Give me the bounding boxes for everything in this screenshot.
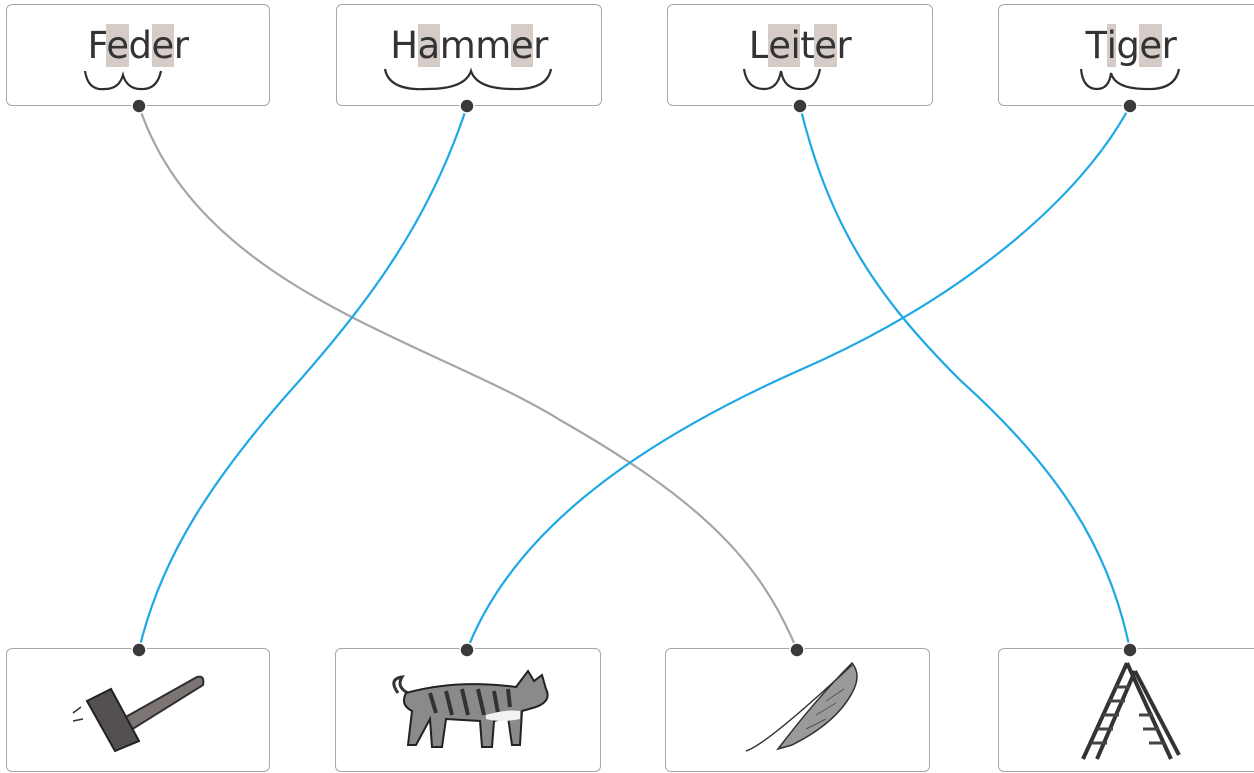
word-feder: Feder — [87, 24, 189, 67]
hammer-icon — [72, 675, 205, 753]
picture-card-ladder[interactable] — [998, 648, 1254, 772]
word-card-hammer[interactable]: Hammer — [336, 4, 602, 106]
syllable-arcs — [1079, 68, 1181, 91]
connector-dot-feder[interactable] — [131, 98, 147, 114]
word-tiger: Tiger — [1085, 24, 1177, 67]
feather-icon — [745, 661, 858, 752]
syllable-arcs — [383, 67, 553, 91]
word-hammer: Hammer — [390, 24, 548, 67]
connection-line-leiter-ladder — [798, 105, 1132, 651]
connector-dot-tiger[interactable] — [1122, 98, 1138, 114]
connector-dot-cat[interactable] — [459, 642, 475, 658]
picture-card-feather[interactable] — [665, 648, 930, 772]
word-card-feder[interactable]: Feder — [6, 4, 270, 106]
connection-line-feder-feather — [137, 105, 799, 651]
ladder-icon — [1081, 662, 1181, 760]
connector-dot-hammer-word[interactable] — [459, 98, 475, 114]
word-card-tiger[interactable]: Tiger — [998, 4, 1254, 106]
connector-dot-ladder[interactable] — [1122, 642, 1138, 658]
connector-dot-feather[interactable] — [789, 642, 805, 658]
picture-card-cat[interactable] — [335, 648, 601, 772]
syllable-arcs — [742, 68, 822, 91]
connector-dot-leiter[interactable] — [792, 98, 808, 114]
cat-icon — [392, 669, 549, 748]
picture-card-hammer[interactable] — [6, 648, 270, 772]
word-card-leiter[interactable]: Leiter — [667, 4, 933, 106]
connection-line-tiger-cat — [465, 105, 1131, 651]
connector-dot-hammer-picture[interactable] — [131, 642, 147, 658]
connection-line-hammer-hammer — [137, 105, 469, 651]
word-leiter: Leiter — [748, 24, 852, 67]
syllable-arcs — [83, 70, 163, 91]
